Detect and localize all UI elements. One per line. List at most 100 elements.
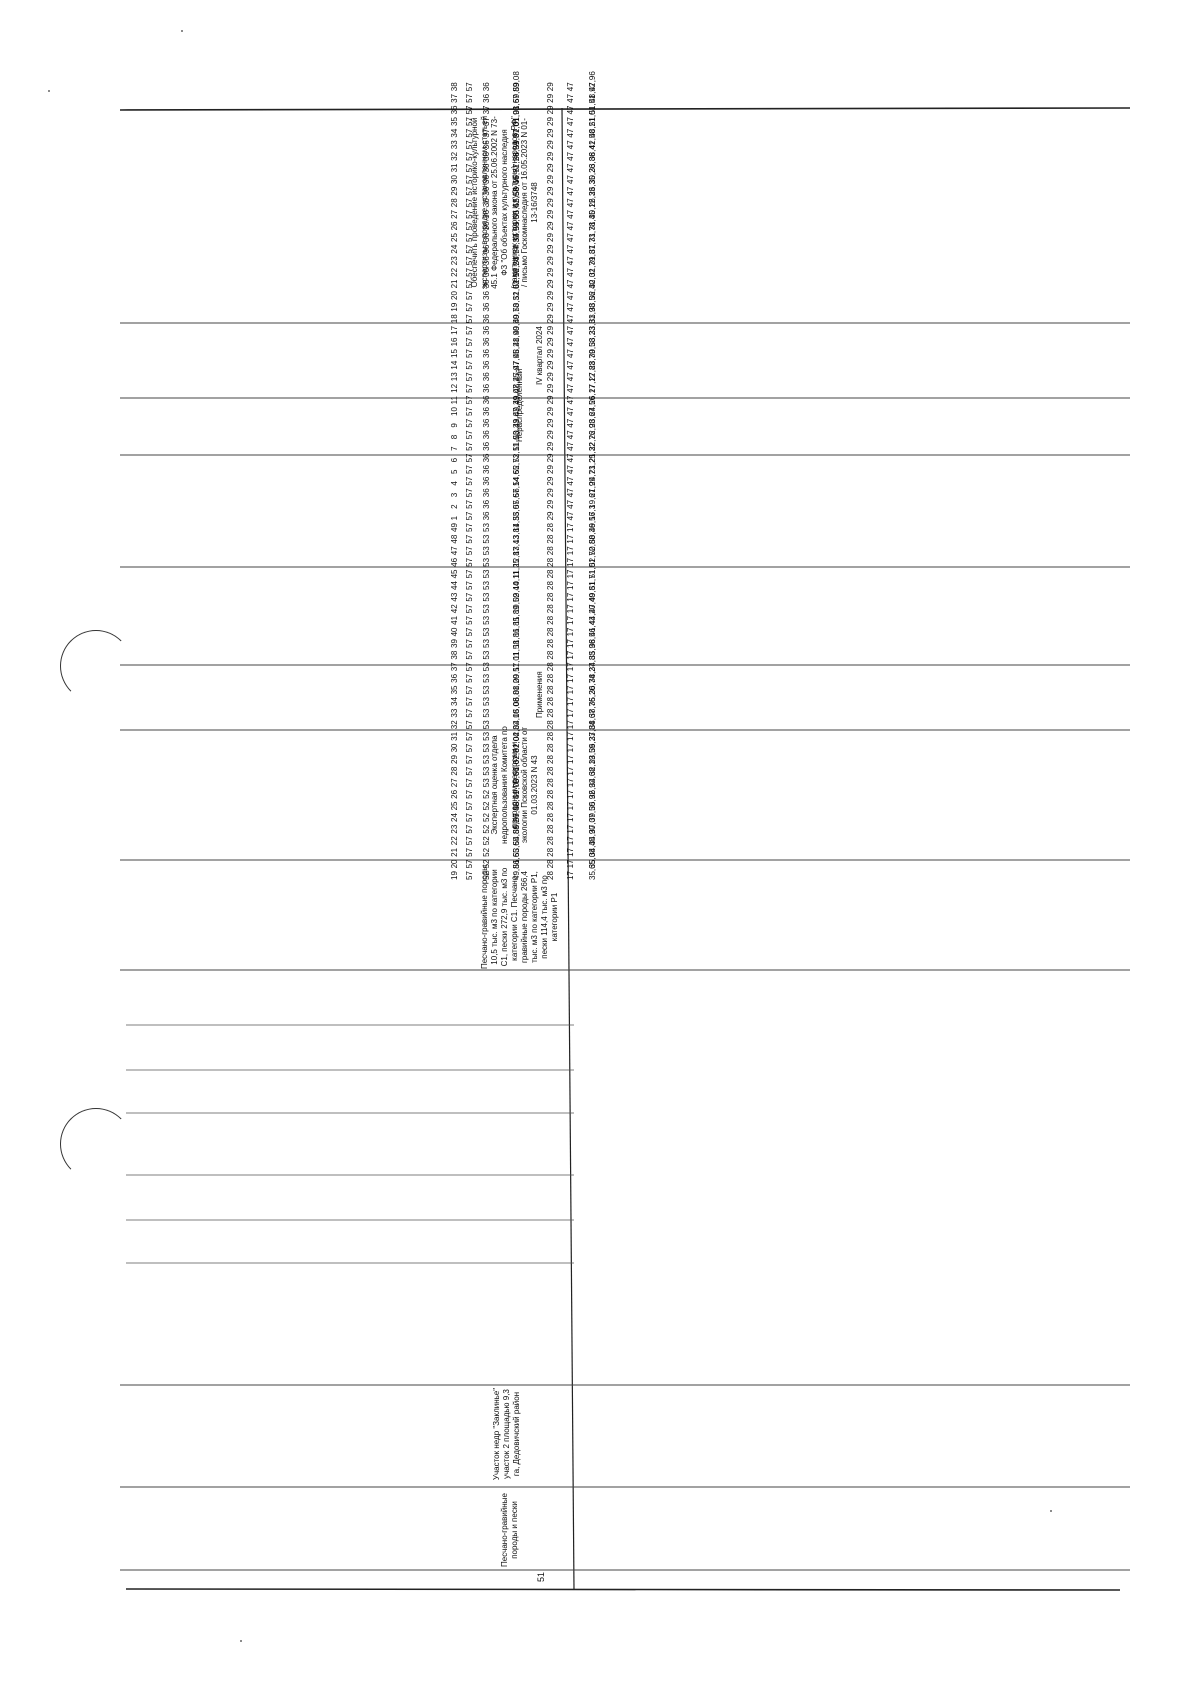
coord-cell: 53: [482, 731, 491, 741]
coord-cell: 28: [546, 789, 555, 799]
coord-cell: 28: [546, 523, 555, 532]
coord-cell: 57: [465, 140, 474, 150]
coord-cell: 29: [546, 244, 555, 254]
coord-cell: 29: [546, 221, 555, 231]
coord-cell: 20: [450, 859, 459, 869]
coord-cell: 57: [465, 685, 474, 695]
coord-cell: 17: [566, 731, 575, 741]
coord-cell: 53: [482, 720, 491, 730]
coord-cell: 47: [566, 360, 575, 370]
coord-cell: 47: [566, 453, 575, 463]
coord-cell: 28: [546, 557, 555, 567]
coord-cell: 17: [566, 697, 575, 706]
coord-cell: 17: [566, 523, 575, 532]
coord-cell: 29: [546, 279, 555, 289]
coord-cell: 37: [450, 93, 459, 103]
coord-cell: 47: [566, 418, 575, 428]
coord-cell: 17: [566, 766, 575, 776]
coord-cell: 17: [566, 789, 575, 799]
coord-cell: 47: [566, 511, 575, 521]
coord-cell: 36: [482, 453, 491, 463]
coord-cell: 47: [566, 372, 575, 382]
coord-cell: 38: [450, 82, 459, 92]
coord-cell: 57: [465, 175, 474, 184]
coord-cell: 47: [566, 465, 575, 474]
coord-cell: 29: [546, 117, 555, 126]
record-number: 51: [536, 1571, 546, 1582]
coord-cell: 28: [546, 859, 555, 869]
coord-cell: 28: [546, 743, 555, 753]
coord-cell: 34: [450, 128, 459, 138]
coord-cell: 3: [450, 492, 459, 498]
scan-speck: [48, 90, 50, 92]
coord-cell: 36: [482, 82, 491, 92]
coord-cell: 14: [450, 360, 459, 370]
coord-cell: 24: [450, 244, 459, 254]
coord-cell: 57: [465, 291, 474, 300]
coord-cell: 36: [482, 349, 491, 358]
coord-cell: 36: [482, 511, 491, 521]
coord-cell: 53: [482, 615, 491, 625]
coord-cell: 26: [450, 221, 459, 231]
coord-cell: 57: [465, 847, 474, 857]
coord-cell: 57: [465, 441, 474, 451]
coord-cell: 57: [465, 128, 474, 138]
coord-cell: 17: [566, 673, 575, 683]
coord-cell: 32: [450, 720, 459, 730]
coord-cell: 36: [482, 186, 491, 196]
coord-cell: 57: [465, 581, 474, 590]
coord-cell: 17: [566, 778, 575, 788]
coord-cell: 29: [450, 755, 459, 764]
coord-cell: 57: [465, 743, 474, 753]
coord-cell: 29: [546, 128, 555, 138]
coord-cell: 57: [465, 720, 474, 730]
coord-cell: 29: [546, 93, 555, 103]
coord-cell: 29: [450, 186, 459, 196]
coord-cell: 29: [546, 267, 555, 277]
coord-cell: 47: [566, 430, 575, 440]
coord-cell: 47: [566, 291, 575, 300]
coord-cell: 57: [465, 731, 474, 741]
coord-cell: 29: [546, 383, 555, 393]
coord-cell: 5: [450, 469, 459, 474]
coord-cell: 47: [566, 151, 575, 161]
coord-cell: 6: [450, 457, 459, 463]
coord-cell: 29: [546, 302, 555, 312]
coord-cell: 29: [546, 488, 555, 498]
coord-cell: 52: [482, 789, 491, 799]
coord-cell: 46: [450, 557, 459, 567]
coord-cell: 57: [465, 511, 474, 521]
coord-cell: 36: [482, 163, 491, 173]
coord-cell: 47,96: [588, 71, 597, 92]
coord-cell: 57: [465, 314, 474, 324]
coord-cell: 57: [465, 789, 474, 799]
coord-cell: 10: [450, 407, 459, 416]
coord-cell: 53: [482, 523, 491, 532]
coord-cell: 47: [566, 93, 575, 103]
coord-cell: 40: [450, 627, 459, 637]
coord-cell: 29: [546, 372, 555, 382]
coord-cell: 57: [465, 233, 474, 242]
coord-cell: 17: [566, 859, 575, 869]
scan-speck: [240, 1640, 242, 1642]
coord-cell: 57: [465, 209, 474, 219]
coord-cell: 29: [546, 314, 555, 324]
coord-cell: 47: [566, 117, 575, 126]
coord-cell: 57: [465, 430, 474, 440]
coord-cell: 27: [450, 209, 459, 219]
coord-cell: 29: [546, 465, 555, 474]
coord-cell: 36: [482, 337, 491, 347]
coord-cell: 53: [482, 708, 491, 718]
coord-cell: 29: [546, 233, 555, 242]
coord-cell: 28: [546, 708, 555, 718]
coord-cell: 53: [482, 581, 491, 590]
coord-cell: 57: [465, 673, 474, 683]
coord-cell: 17: [566, 546, 575, 556]
coord-cell: 47: [566, 314, 575, 324]
coord-cell: 36: [482, 244, 491, 254]
coord-cell: 20: [450, 291, 459, 300]
coord-cell: 8: [450, 434, 459, 440]
coord-cell: 57: [465, 871, 474, 880]
coord-cell: 17: [566, 604, 575, 614]
coord-cell: 57: [465, 534, 474, 544]
